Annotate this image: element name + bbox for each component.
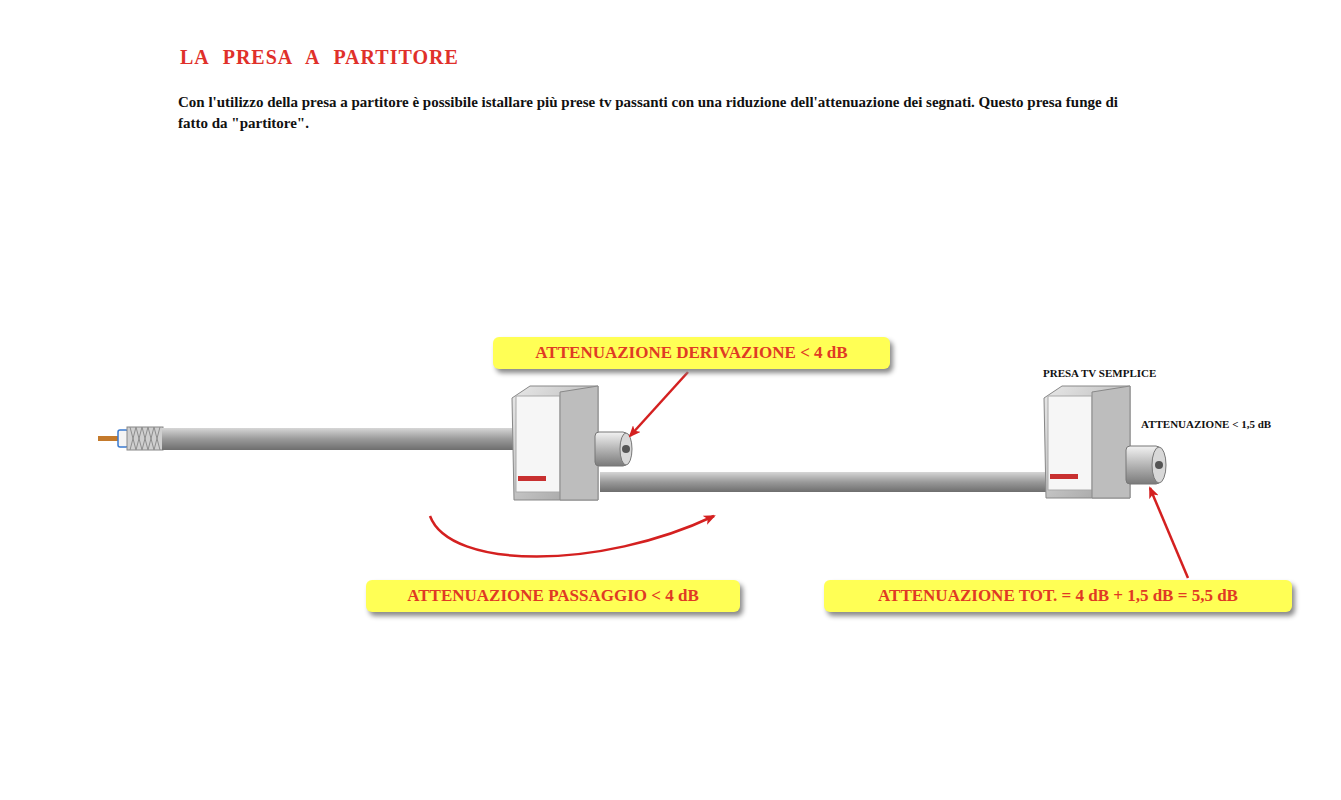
callout-text: ATTENUAZIONE TOT. = 4 dB + 1,5 dB = 5,5 … [878,586,1238,605]
callout-box: ATTENUAZIONE TOT. = 4 dB + 1,5 dB = 5,5 … [824,580,1292,612]
callout-box: ATTENUAZIONE PASSAGGIO < 4 dB [366,580,740,612]
callout-text: ATTENUAZIONE PASSAGGIO < 4 dB [407,586,699,605]
braid [127,427,163,450]
copper-core [98,436,120,441]
leader-arrow [630,372,688,436]
braid-pattern [130,427,160,450]
coax-cable [162,428,520,450]
simple-socket [1044,386,1166,498]
leader-arrow [1150,488,1188,578]
callout-text: ATTENUAZIONE DERIVAZIONE < 4 dB [535,343,847,362]
callout-box: ATTENUAZIONE DERIVAZIONE < 4 dB [493,337,890,369]
coax-cable [600,472,1048,492]
pass-arrow [430,516,714,557]
attenuation-note: ATTENUAZIONE < 1,5 dB [1141,418,1271,430]
intro-text: Con l'utilizzo della presa a partitore è… [178,92,1138,134]
title: LA PRESA A PARTITORE [180,46,459,69]
splitter-socket [512,386,632,500]
socket-label: PRESA TV SEMPLICE [1043,367,1156,379]
